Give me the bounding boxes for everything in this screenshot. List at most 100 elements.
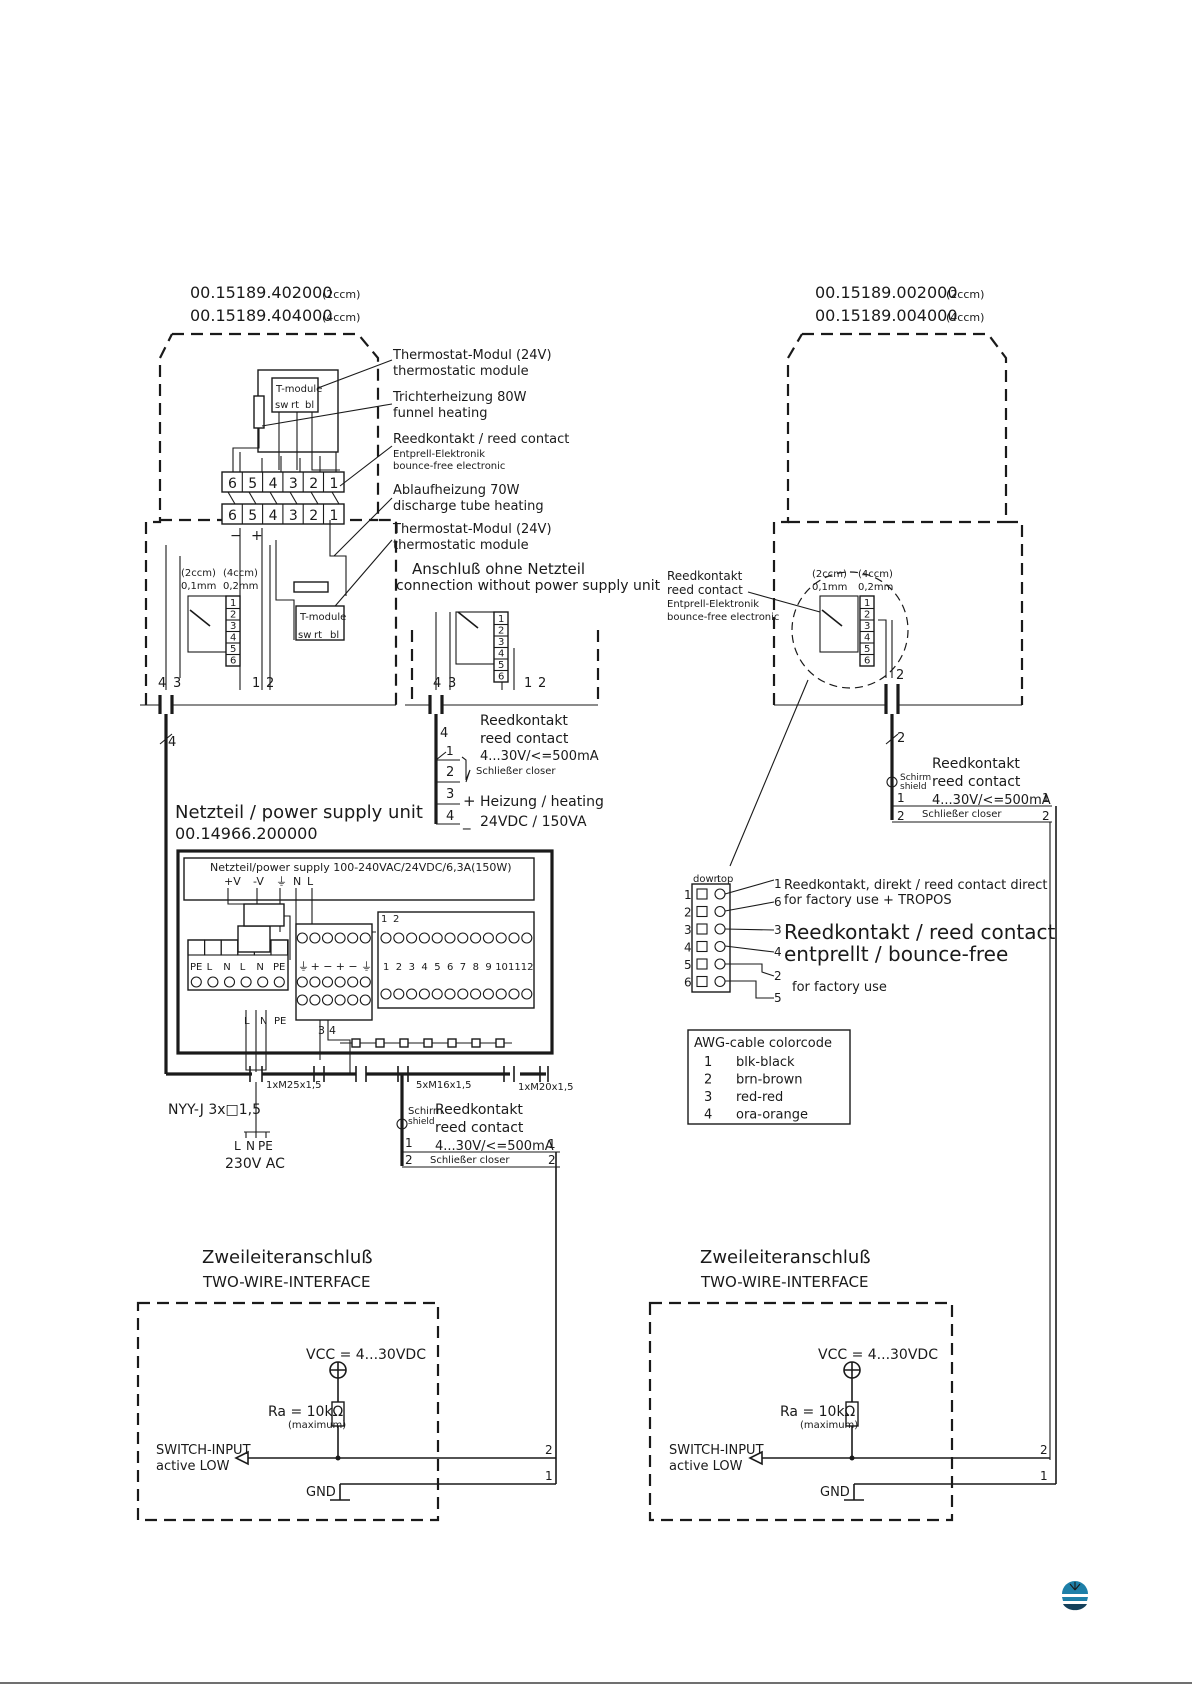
signal-terminal-label-7: 7	[460, 962, 466, 973]
no-psu-pcb-pin-6: 6	[498, 672, 504, 683]
right-variant-2: (4ccm)	[946, 311, 984, 324]
interface-right-gnd: GND	[820, 1485, 850, 1500]
t-module-top: T-module sw rt bl	[232, 369, 340, 490]
right-variant-1: (2ccm)	[946, 288, 984, 301]
colorcode-name-3: red-red	[736, 1090, 783, 1105]
psu-inner-pe: PE	[274, 1016, 286, 1027]
company-logo	[1062, 1581, 1088, 1611]
right-reed-callout-de: Reedkontakt	[667, 569, 743, 583]
no-psu-term-2: 2	[538, 676, 546, 691]
terminal-upper-6: 6	[228, 476, 237, 492]
psu-reed-subtitle: reed contact	[435, 1120, 524, 1136]
no-psu-pcb-pin-4: 4	[498, 649, 504, 660]
interface-left-pin-1: 1	[545, 1469, 553, 1483]
left-term-4: 4	[158, 676, 166, 691]
terminal-upper-4: 4	[269, 476, 278, 492]
psu-out-l: L	[307, 875, 314, 888]
left-unit-bottom-terminals: 4 3 1 2 4	[158, 676, 274, 1074]
callout-discharge-de: Ablaufheizung 70W	[393, 483, 520, 498]
left-part-number-1: 00.15189.402000	[190, 283, 333, 302]
psu-dc-4: 4	[329, 1024, 336, 1037]
signal-terminal-label-12: 12	[521, 962, 534, 973]
no-psu-reed-spec: 4...30V/<=500mA	[480, 749, 599, 764]
pinout-pad-down	[696, 923, 708, 935]
no-psu-pcb-pin-5: 5	[498, 660, 504, 671]
right-pcb-pin-6: 6	[864, 656, 870, 667]
dc-terminal-screw-extra	[296, 994, 308, 1006]
right-cable-mark: 2	[897, 731, 905, 746]
no-psu-cable-mark: 4	[440, 726, 448, 741]
pinout-lead-6: 6	[774, 895, 782, 909]
dc-terminal-screw-extra	[334, 994, 346, 1006]
dc-terminal-screw-extra	[309, 994, 321, 1006]
psu-mains-pe: PE	[258, 1139, 273, 1153]
pinout-pad-down	[696, 888, 708, 900]
mains-terminal-screw	[207, 976, 219, 988]
interface-right-r-note: (maximum)	[800, 1420, 858, 1431]
signal-terminal-screw-bottom	[470, 988, 482, 1000]
mains-terminal-screw	[190, 976, 202, 988]
callout-thermostat-de: Thermostat-Modul (24V)	[392, 348, 552, 363]
no-psu-pcb-pin-3: 3	[498, 637, 504, 648]
dc-terminal-screw-top	[334, 932, 346, 944]
left-res-2ccm: (2ccm)	[181, 568, 216, 579]
mains-terminal-top	[270, 939, 289, 956]
no-psu-term-3: 3	[448, 676, 456, 691]
psu-shield-2: shield	[408, 1117, 435, 1127]
t-module-top-label: T-module	[275, 384, 322, 395]
no-psu-subtitle: connection without power supply unit	[396, 578, 661, 594]
t-module-bottom-label: T-module	[299, 612, 346, 623]
left-pcb-pin-6: 6	[230, 656, 236, 667]
psu-mains-l: L	[234, 1139, 241, 1153]
signal-terminal-label-5: 5	[434, 962, 440, 973]
funnel-heater-resistor	[253, 395, 265, 429]
psu-part-number: 00.14966.200000	[175, 824, 318, 843]
dc-terminal-screw-bottom	[347, 976, 359, 988]
psu-sig-header-2: 2	[393, 914, 399, 925]
pinout-pad-down	[696, 975, 708, 988]
pinout-row-4: 4	[684, 941, 692, 955]
signal-terminal-screw-bottom	[508, 988, 520, 1000]
callout-reed: Reedkontakt / reed contact	[393, 432, 569, 447]
dc-terminal-screw-bottom	[359, 976, 371, 988]
signal-terminal-screw-bottom	[521, 988, 533, 1000]
signal-terminal-screw-top	[393, 932, 405, 944]
signal-terminal-label-2: 2	[396, 962, 402, 973]
psu-out-minus: -V	[253, 875, 264, 888]
left-pcb-pin-5: 5	[230, 644, 236, 655]
polarity-plus: +	[251, 528, 263, 544]
signal-terminal-screw-bottom	[406, 988, 418, 1000]
callout-bounce-en: bounce-free electronic	[393, 461, 505, 472]
psu-reed-title: Reedkontakt	[435, 1102, 523, 1118]
cable-glands: 1xM25x1,5 5xM16x1,5 1xM20x1,5	[249, 1066, 573, 1093]
right-closer: Schließer closer	[922, 809, 1002, 820]
dc-terminal-screw-top	[321, 932, 334, 944]
right-part-number-2: 00.15189.004000	[815, 306, 958, 325]
left-pcb-pin-1: 1	[230, 598, 236, 609]
colorcode-name-1: blk-black	[736, 1055, 795, 1070]
interface-right-pin-2: 2	[1040, 1443, 1048, 1457]
left-pcb-pin-2: 2	[230, 610, 236, 621]
colorcode-num-1: 1	[704, 1055, 712, 1070]
signal-terminal-screw-bottom	[482, 988, 494, 1000]
psu-mains-n: N	[246, 1139, 255, 1153]
no-psu-term-1: 1	[524, 676, 532, 691]
signal-terminal-screw-bottom	[457, 988, 469, 1000]
left-term-3: 3	[173, 676, 181, 691]
pinout-lead-5: 5	[774, 991, 782, 1005]
left-part-number-2: 00.15189.404000	[190, 306, 333, 325]
right-res-01: 0,1mm	[812, 582, 847, 593]
signal-terminal-label-9: 9	[485, 962, 491, 973]
colorcode-name-2: brn-brown	[736, 1073, 802, 1088]
interface-left-r-note: (maximum)	[288, 1420, 346, 1431]
interface-left-title: Zweileiteranschluß	[202, 1247, 373, 1268]
dc-terminal-label: −	[348, 960, 357, 973]
interface-left-pin-2: 2	[545, 1443, 553, 1457]
no-psu-wire-1: 1	[446, 744, 454, 758]
din-rail-node	[471, 1038, 481, 1048]
interface-left-switch: SWITCH-INPUT	[156, 1443, 251, 1458]
signal-terminal-label-4: 4	[421, 962, 427, 973]
